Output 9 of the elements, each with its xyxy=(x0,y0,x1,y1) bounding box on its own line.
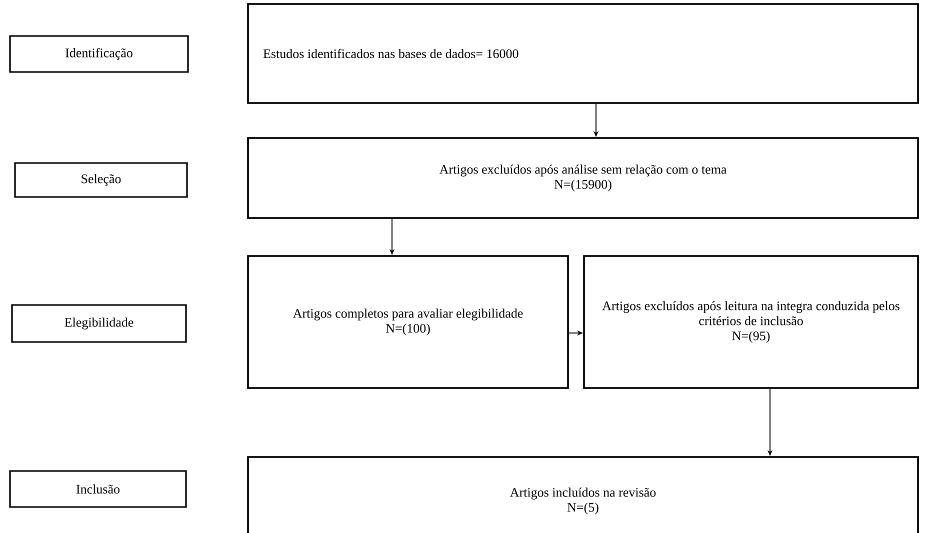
process-box: Artigos completos para avaliar elegibilidade N=(100) xyxy=(247,255,569,389)
process-box: Artigos excluídos após leitura na integra conduzida pelos critérios de inclusão N=(95) xyxy=(583,255,919,389)
process-box: Artigos excluídos após análise sem relação com o tema N=(15900) xyxy=(247,137,919,219)
process-box: Estudos identificados nas bases de dados= 16000 xyxy=(247,3,919,104)
stage-label-box: Identificação xyxy=(9,35,189,73)
stage-label-box: Elegibilidade xyxy=(11,304,187,343)
stage-label-box: Seleção xyxy=(14,162,188,198)
process-box: Artigos incluídos na revisão N=(5) xyxy=(247,456,919,533)
stage-label-box: Inclusão xyxy=(9,470,187,508)
